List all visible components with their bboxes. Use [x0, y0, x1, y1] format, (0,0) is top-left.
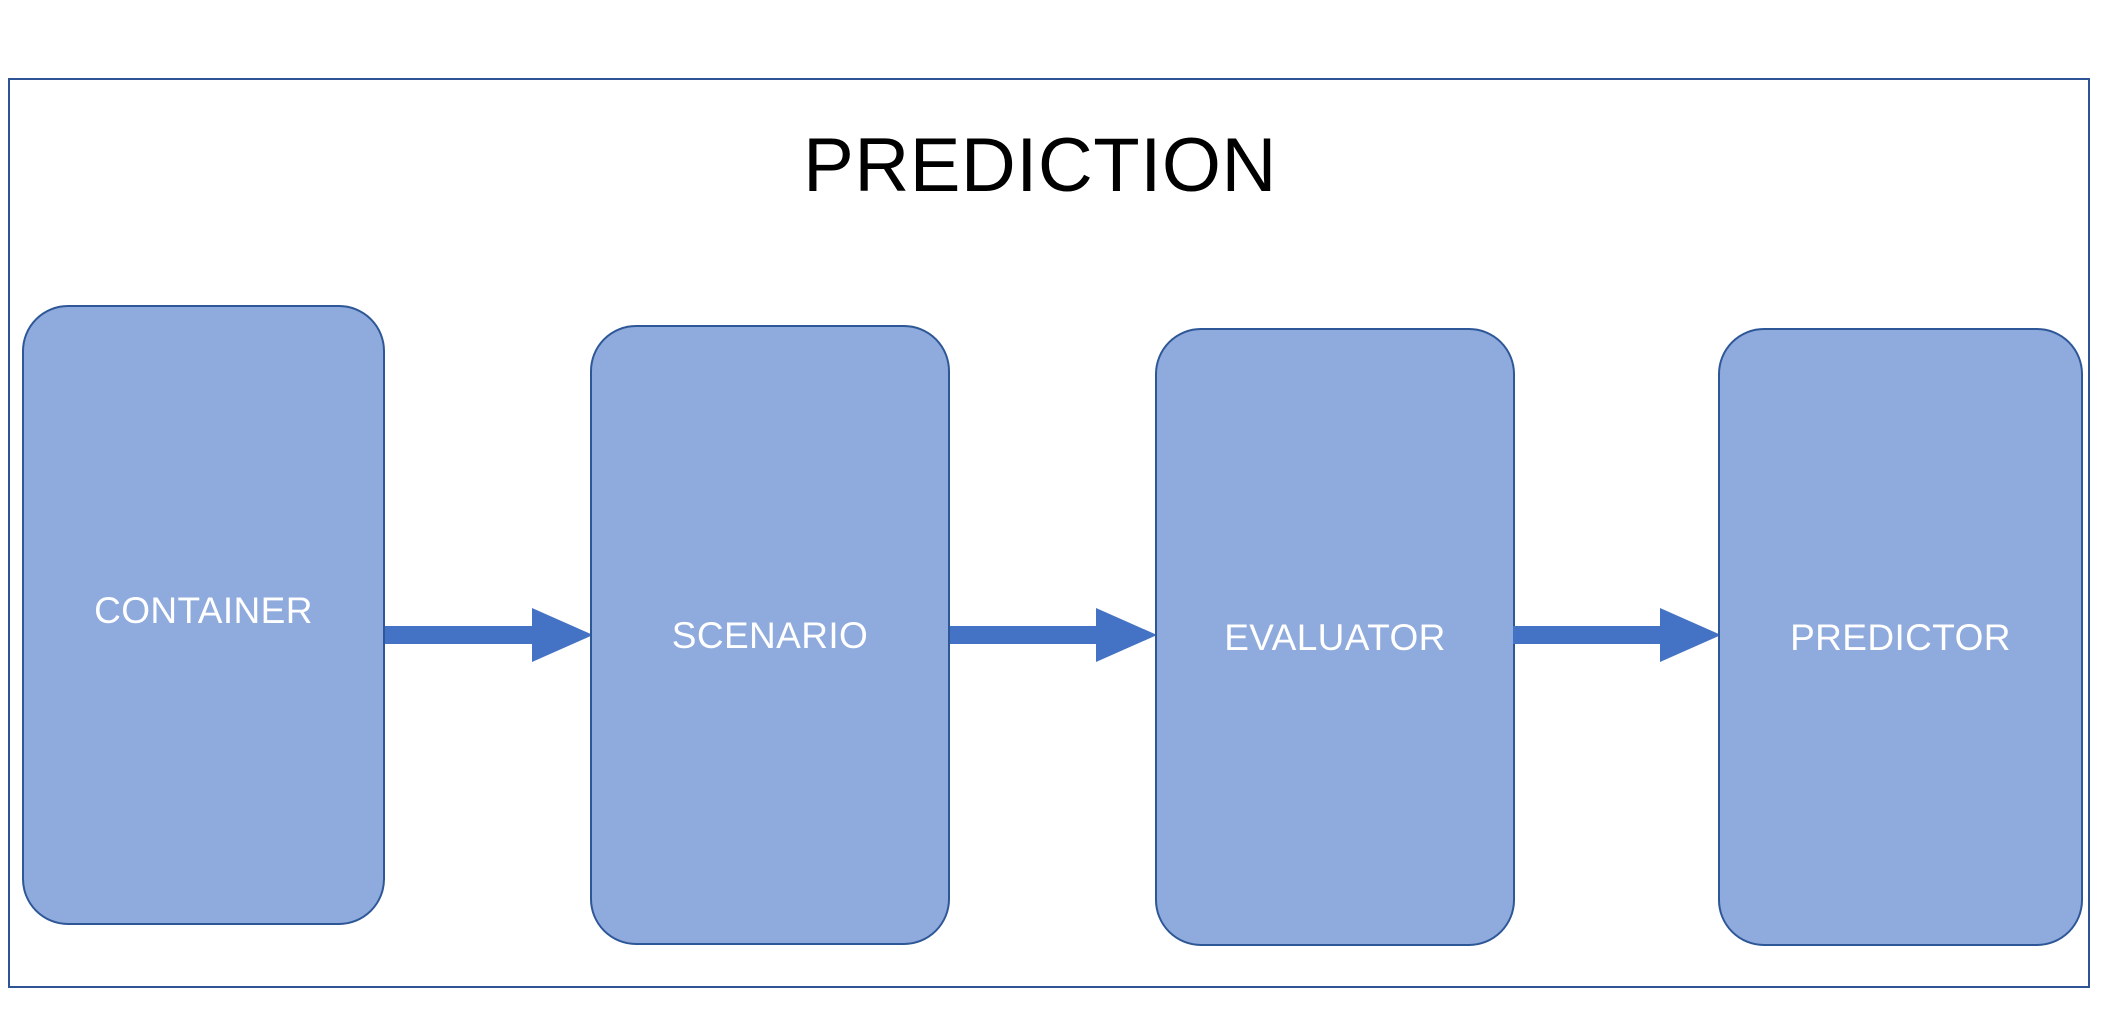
- slide-frame-border: [8, 78, 2090, 988]
- process-node-evaluator[interactable]: EVALUATOR: [1155, 328, 1515, 946]
- process-node-scenario[interactable]: SCENARIO: [590, 325, 950, 945]
- process-node-container[interactable]: CONTAINER: [22, 305, 385, 925]
- process-node-label: PREDICTOR: [1790, 616, 2011, 658]
- process-node-label: CONTAINER: [94, 589, 313, 631]
- flow-arrow-icon: [385, 606, 593, 664]
- flow-arrow-icon: [950, 606, 1157, 664]
- process-node-predictor[interactable]: PREDICTOR: [1718, 328, 2083, 946]
- process-node-label: SCENARIO: [671, 614, 869, 656]
- flow-arrow-icon: [1513, 606, 1721, 664]
- page-title: PREDICTION: [803, 123, 1277, 208]
- process-node-label: EVALUATOR: [1224, 616, 1446, 658]
